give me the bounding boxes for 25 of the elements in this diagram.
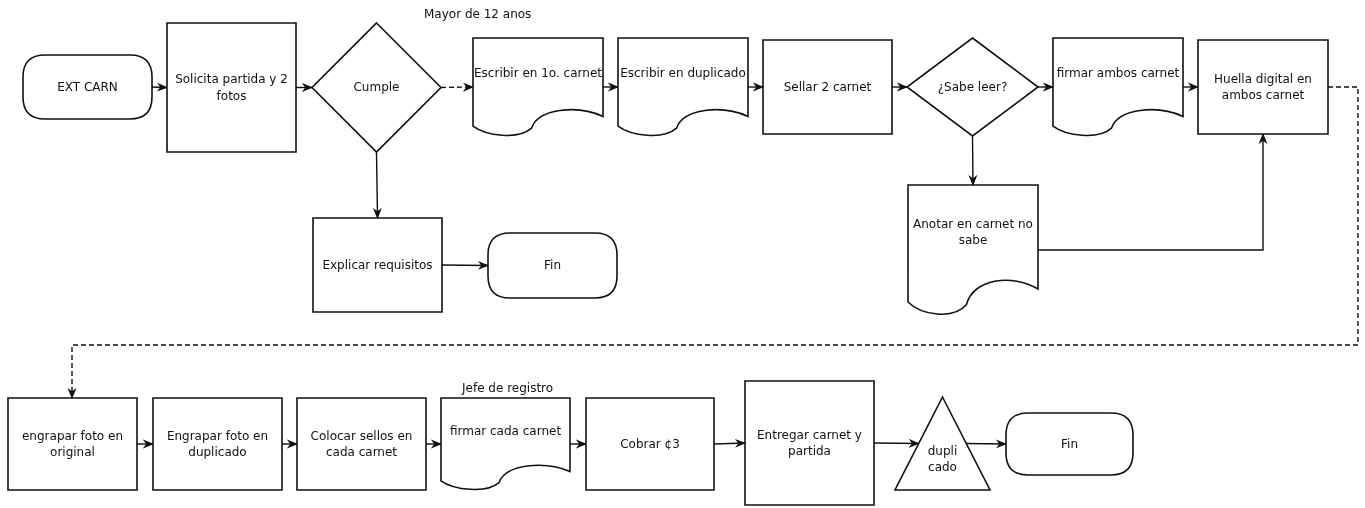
node-text: Escribir en duplicado xyxy=(620,65,746,82)
node-text: Huella digital en ambos carnet xyxy=(1213,70,1313,104)
node-text: Colocar sellos en cada carnet xyxy=(309,427,414,461)
arrow xyxy=(968,135,978,187)
node-text: Entregar carnet y partida xyxy=(756,426,863,460)
node-text: Fin xyxy=(1061,435,1078,453)
node-text: Anotar en carnet no sabe xyxy=(912,215,1034,248)
node-text: firmar ambos carnet xyxy=(1056,65,1180,82)
node-text: firmar cada carnet xyxy=(449,423,562,440)
node-text: Cumple xyxy=(353,79,400,96)
node-text: Escribir en 1o. carnet xyxy=(474,65,602,82)
node-text: Solicita partida y 2 fotos xyxy=(174,71,289,104)
node-text: Fin xyxy=(544,257,561,274)
node-text: Cobrar ¢3 xyxy=(620,435,680,453)
node-text: engrapar foto en original xyxy=(21,427,124,461)
node-text: ¿Sabe leer? xyxy=(937,78,1008,96)
arrow xyxy=(372,151,382,220)
node-text: Engrapar foto en duplicado xyxy=(165,427,270,461)
arrow xyxy=(67,86,1359,400)
node-text: EXT CARN xyxy=(57,78,118,96)
note-text: Mayor de 12 anos xyxy=(424,7,532,21)
node-text: Explicar requisitos xyxy=(322,256,433,274)
node-text: dupli cado xyxy=(926,442,959,475)
node-text: Sellar 2 carnet xyxy=(783,78,872,96)
note-text: Jefe de registro xyxy=(462,381,554,395)
